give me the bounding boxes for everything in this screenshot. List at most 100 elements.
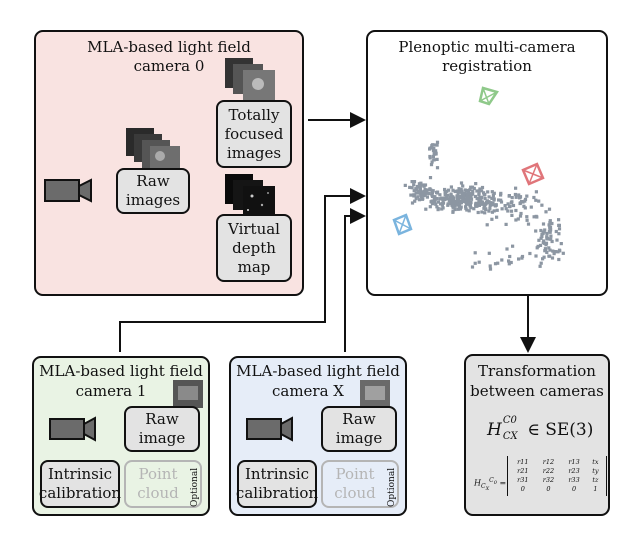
- point-cloud-point: [470, 185, 475, 189]
- point-cloud-point: [476, 210, 480, 215]
- camera1-pointcloud-line2: cloud: [137, 484, 179, 502]
- point-cloud-point: [409, 193, 413, 197]
- point-cloud-point: [482, 202, 486, 206]
- point-cloud-point: [473, 251, 477, 255]
- point-cloud-point: [458, 190, 462, 194]
- point-cloud-point: [537, 238, 541, 242]
- point-cloud-point: [465, 192, 469, 196]
- point-cloud-point: [427, 192, 431, 196]
- point-cloud-point: [500, 207, 504, 211]
- point-cloud-point: [543, 249, 547, 253]
- point-cloud-point: [488, 203, 492, 207]
- formula-sub: CX: [502, 431, 518, 442]
- point-cloud-point: [487, 195, 491, 199]
- camera0-focused-line3: images: [226, 143, 282, 162]
- point-cloud-point: [542, 230, 546, 234]
- matrix-lhs: HCXC0 =: [474, 477, 507, 493]
- point-cloud-point: [452, 196, 456, 200]
- point-cloud-point: [457, 205, 461, 209]
- point-cloud-point: [528, 251, 532, 256]
- cameraX-intrinsic-line1: Intrinsic: [244, 465, 310, 483]
- point-cloud-point: [504, 222, 508, 226]
- point-cloud-point: [413, 199, 417, 203]
- point-cloud-point: [469, 197, 473, 201]
- point-cloud-point: [477, 189, 481, 193]
- point-cloud-point: [482, 206, 486, 210]
- point-cloud-point: [503, 204, 507, 208]
- point-cloud-point: [412, 189, 416, 193]
- point-cloud-point: [507, 259, 511, 263]
- camera1-raw-line1: Raw: [145, 410, 179, 428]
- point-cloud-point: [460, 190, 464, 194]
- point-cloud-point: [486, 190, 490, 194]
- cameraX-optional-label: Optional: [387, 467, 397, 507]
- matrix-cell: tx: [592, 458, 599, 466]
- point-cloud-point: [430, 146, 434, 150]
- point-cloud-point: [539, 228, 543, 233]
- point-cloud-point: [447, 188, 451, 192]
- point-cloud-point: [412, 194, 416, 198]
- point-cloud-point: [523, 199, 527, 203]
- point-cloud-point: [484, 207, 488, 212]
- point-cloud-point: [550, 256, 555, 260]
- point-cloud-point: [539, 236, 543, 240]
- matrix-cell: r12: [542, 458, 555, 466]
- point-cloud-point: [465, 195, 470, 199]
- point-cloud-point: [432, 143, 436, 147]
- point-cloud-point: [534, 198, 538, 202]
- point-cloud-point: [490, 217, 494, 221]
- point-cloud-point: [423, 183, 428, 187]
- matrix-cell: r32: [542, 476, 555, 484]
- point-cloud-point: [440, 203, 444, 207]
- point-cloud-point: [433, 198, 437, 202]
- point-cloud-point: [510, 213, 514, 217]
- point-cloud-point: [415, 188, 419, 192]
- point-cloud-point: [424, 207, 428, 211]
- point-cloud-point: [445, 189, 449, 193]
- point-cloud-point: [483, 192, 487, 197]
- registered-camera-green: [478, 86, 499, 106]
- point-cloud-point: [499, 200, 504, 204]
- point-cloud-point: [543, 241, 547, 245]
- point-cloud-point: [548, 225, 552, 229]
- point-cloud-point: [430, 160, 434, 164]
- point-cloud-point: [529, 205, 533, 209]
- cameraX-raw-line1: Raw: [342, 410, 376, 428]
- point-cloud-point: [480, 200, 484, 204]
- point-cloud-point: [441, 201, 446, 205]
- point-cloud-point: [510, 196, 514, 200]
- point-cloud-point: [480, 189, 484, 193]
- point-cloud-point: [549, 228, 553, 232]
- camera0-depth-line1: Virtual: [228, 219, 280, 238]
- point-cloud-point: [540, 232, 544, 236]
- point-cloud-point: [415, 184, 419, 189]
- point-cloud-point: [534, 229, 538, 233]
- point-cloud-point: [545, 237, 549, 241]
- arrow-cam1-to-reg: [119, 188, 366, 352]
- point-cloud-point: [457, 187, 461, 191]
- point-cloud-point: [534, 254, 538, 258]
- point-cloud-point: [435, 205, 439, 209]
- point-cloud-point: [492, 198, 496, 202]
- point-cloud-point: [482, 191, 486, 195]
- point-cloud-point: [459, 201, 463, 205]
- point-cloud-point: [422, 191, 426, 195]
- point-cloud-point: [542, 255, 546, 259]
- point-cloud-point: [520, 256, 524, 260]
- point-cloud-point: [468, 192, 472, 196]
- camera0-depth-line3: map: [237, 257, 271, 276]
- point-cloud-point: [475, 202, 479, 206]
- registration-title-line1: Plenoptic multi-camera: [398, 38, 576, 56]
- point-cloud-point: [419, 181, 423, 185]
- point-cloud-point: [475, 189, 479, 193]
- point-cloud-point: [456, 192, 460, 196]
- point-cloud-point: [538, 243, 543, 247]
- point-cloud-point: [462, 191, 466, 196]
- matrix-cell: r11: [517, 458, 529, 466]
- point-cloud-point: [495, 215, 499, 219]
